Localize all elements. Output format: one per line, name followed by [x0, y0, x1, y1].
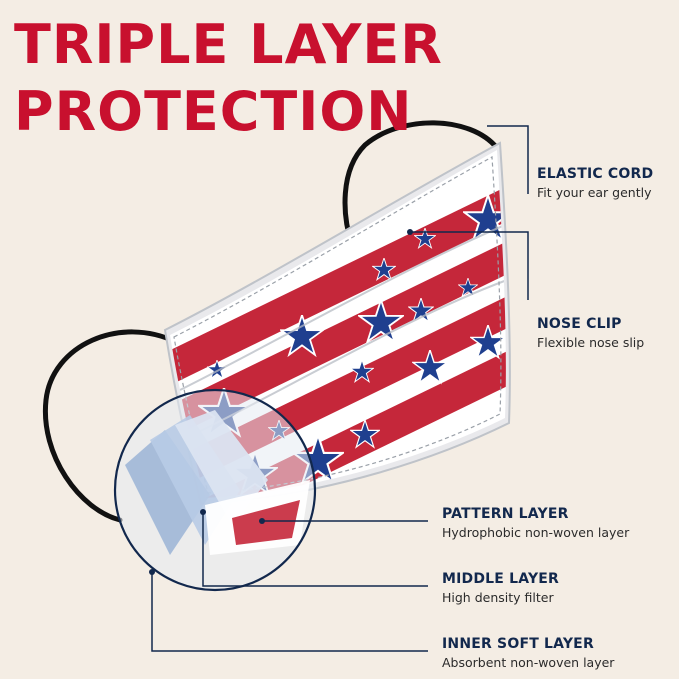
callout-desc: Hydrophobic non-woven layer	[442, 525, 630, 540]
callout-line-middle	[202, 512, 428, 587]
title-line-2: PROTECTION	[14, 80, 413, 143]
elastic-cord-right	[342, 120, 500, 248]
elastic-cord-left	[42, 329, 179, 523]
callout-name: NOSE CLIP	[537, 316, 622, 332]
callout-middle-layer: MIDDLE LAYER High density filter	[442, 571, 559, 605]
layers-magnifier	[113, 388, 317, 592]
callout-elastic-cord: ELASTIC CORD Fit your ear gently	[537, 166, 653, 200]
callout-desc: Fit your ear gently	[537, 185, 652, 200]
callout-name: PATTERN LAYER	[442, 506, 569, 522]
callout-dots	[149, 229, 413, 575]
callout-name: MIDDLE LAYER	[442, 571, 560, 587]
callout-line-inner	[151, 572, 428, 652]
callout-desc: Flexible nose slip	[537, 335, 645, 350]
callout-lines	[151, 125, 529, 652]
callout-desc: High density filter	[442, 590, 554, 605]
callout-nose-clip: NOSE CLIP Flexible nose slip	[537, 316, 644, 350]
callout-name: INNER SOFT LAYER	[442, 636, 594, 652]
title-line-1: TRIPLE LAYER	[14, 13, 443, 76]
callout-inner-soft-layer: INNER SOFT LAYER Absorbent non-woven lay…	[442, 636, 614, 670]
callout-line-elastic	[487, 125, 529, 194]
callout-line-nose	[410, 231, 529, 300]
callout-name: ELASTIC CORD	[537, 166, 654, 182]
callout-pattern-layer: PATTERN LAYER Hydrophobic non-woven laye…	[442, 506, 629, 540]
callout-desc: Absorbent non-woven layer	[442, 655, 615, 670]
